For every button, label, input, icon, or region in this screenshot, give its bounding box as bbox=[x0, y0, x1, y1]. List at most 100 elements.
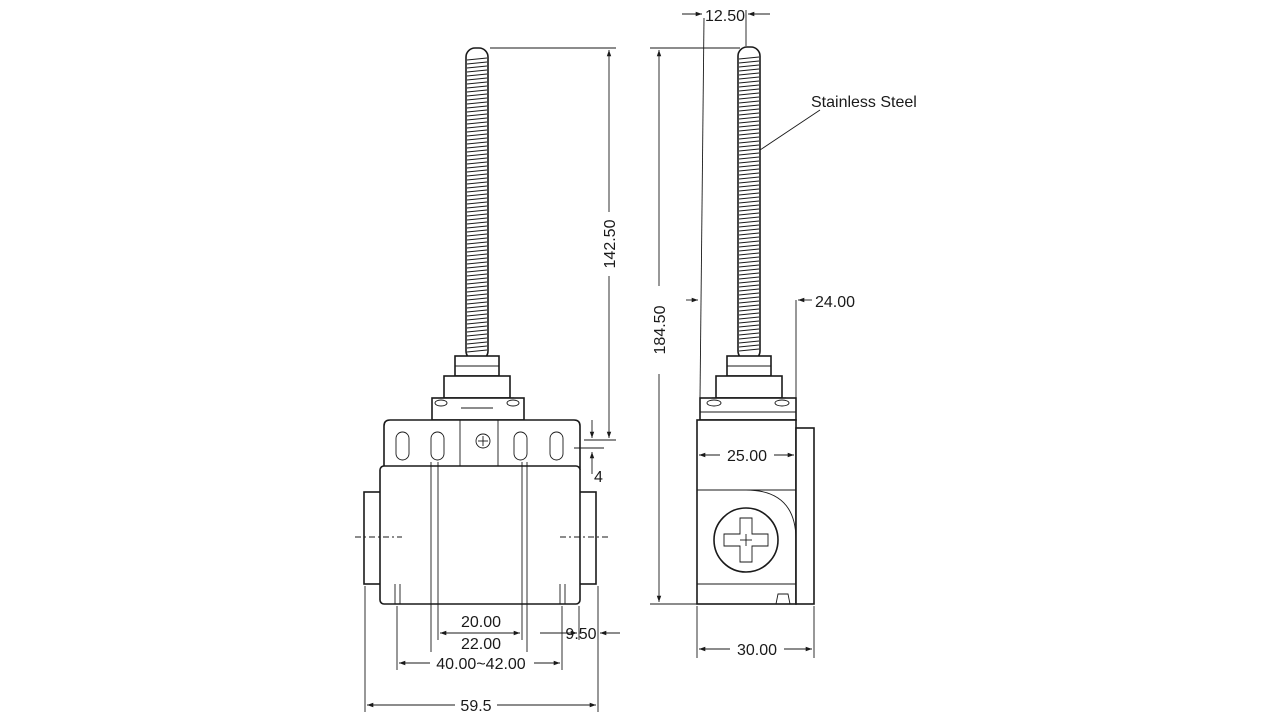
spring-coil bbox=[466, 109, 488, 113]
spring-coil bbox=[738, 160, 760, 164]
spring-coil bbox=[738, 192, 760, 196]
spring-coil bbox=[466, 341, 488, 345]
spring-coil bbox=[738, 120, 760, 124]
spring-coil bbox=[466, 133, 488, 137]
spring-coil bbox=[466, 321, 488, 325]
spring-coil bbox=[738, 176, 760, 180]
spring-coil bbox=[466, 161, 488, 165]
spring-coil bbox=[466, 149, 488, 153]
spring-coil bbox=[466, 225, 488, 229]
dim-30-00: 30.00 bbox=[737, 642, 777, 659]
spring-coil bbox=[466, 73, 488, 77]
spring-coil bbox=[466, 349, 488, 353]
spring-coil bbox=[738, 196, 760, 200]
spring-coil bbox=[466, 301, 488, 305]
spring-coil bbox=[738, 152, 760, 156]
spring-coil bbox=[466, 345, 488, 349]
spring-coil bbox=[738, 328, 760, 332]
spring-coil bbox=[466, 209, 488, 213]
front-screw-icon bbox=[475, 433, 491, 449]
spring-coil bbox=[466, 105, 488, 109]
spring-coil bbox=[738, 180, 760, 184]
spring-coil bbox=[466, 165, 488, 169]
spring-coil bbox=[738, 144, 760, 148]
spring-coil bbox=[466, 337, 488, 341]
spring-coil bbox=[738, 348, 760, 352]
spring-coil bbox=[738, 340, 760, 344]
spring-coil bbox=[738, 112, 760, 116]
spring-coil bbox=[738, 88, 760, 92]
dim-20-00: 20.00 bbox=[461, 614, 501, 631]
spring-coil bbox=[466, 253, 488, 257]
spring-coil bbox=[466, 197, 488, 201]
spring-coil bbox=[738, 184, 760, 188]
front-housing bbox=[355, 465, 608, 605]
spring-coil bbox=[466, 185, 488, 189]
spring-coil bbox=[466, 285, 488, 289]
spring-coil bbox=[738, 244, 760, 248]
spring-coil bbox=[738, 92, 760, 96]
spring-coil bbox=[738, 260, 760, 264]
spring-coil bbox=[738, 124, 760, 128]
spring-coil bbox=[466, 261, 488, 265]
front-slot-3 bbox=[513, 431, 528, 461]
spring-coil bbox=[738, 60, 760, 64]
spring-coil bbox=[738, 188, 760, 192]
dim-12-50: 12.50 bbox=[705, 8, 745, 25]
spring-coil bbox=[466, 213, 488, 217]
spring-coil bbox=[738, 292, 760, 296]
dim-40-42: 40.00~42.00 bbox=[436, 656, 526, 673]
spring-coil bbox=[738, 288, 760, 292]
front-dimensions: 142.50 4 20.00 22.00 9.50 40.00~42.00 5 bbox=[364, 47, 620, 715]
spring-coil bbox=[466, 189, 488, 193]
spring-coil bbox=[738, 232, 760, 236]
spring-coil bbox=[466, 101, 488, 105]
spring-coil bbox=[738, 164, 760, 168]
dim-4: 4 bbox=[594, 469, 603, 486]
spring-coil bbox=[738, 104, 760, 108]
spring-coil bbox=[466, 125, 488, 129]
material-label: Stainless Steel bbox=[811, 94, 917, 111]
spring-coil bbox=[738, 96, 760, 100]
spring-coil bbox=[738, 108, 760, 112]
side-dimensions: 12.50 184.50 24.00 25.00 30.00 Stainless… bbox=[650, 8, 917, 659]
spring-coil bbox=[466, 245, 488, 249]
side-collar bbox=[712, 355, 786, 399]
spring-coil bbox=[466, 85, 488, 89]
spring-coil bbox=[466, 173, 488, 177]
spring-coil bbox=[738, 56, 760, 60]
spring-coil bbox=[466, 97, 488, 101]
spring-coil bbox=[738, 324, 760, 328]
spring-coil bbox=[466, 193, 488, 197]
front-slot-2 bbox=[430, 431, 445, 461]
spring-coil bbox=[738, 220, 760, 224]
spring-coil bbox=[738, 296, 760, 300]
spring-coil bbox=[466, 277, 488, 281]
spring-coil bbox=[466, 121, 488, 125]
spring-coil bbox=[738, 132, 760, 136]
spring-coil bbox=[466, 117, 488, 121]
spring-coil bbox=[466, 269, 488, 273]
front-view bbox=[355, 47, 608, 605]
spring-coil bbox=[738, 200, 760, 204]
spring-coil bbox=[466, 81, 488, 85]
spring-coil bbox=[738, 128, 760, 132]
spring-coil bbox=[466, 205, 488, 209]
dim-24-00: 24.00 bbox=[815, 294, 855, 311]
spring-coil bbox=[738, 300, 760, 304]
spring-coil bbox=[738, 136, 760, 140]
spring-coil bbox=[738, 216, 760, 220]
spring-coil bbox=[466, 333, 488, 337]
dim-142-50: 142.50 bbox=[602, 219, 619, 268]
spring-coil bbox=[738, 312, 760, 316]
spring-coil bbox=[466, 309, 488, 313]
spring-coil bbox=[738, 264, 760, 268]
spring-coil bbox=[466, 265, 488, 269]
spring-coil bbox=[466, 293, 488, 297]
spring-coil bbox=[738, 68, 760, 72]
spring-coil bbox=[466, 129, 488, 133]
spring-coil bbox=[466, 177, 488, 181]
spring-coil bbox=[738, 304, 760, 308]
spring-coil bbox=[466, 137, 488, 141]
spring-coil bbox=[738, 332, 760, 336]
